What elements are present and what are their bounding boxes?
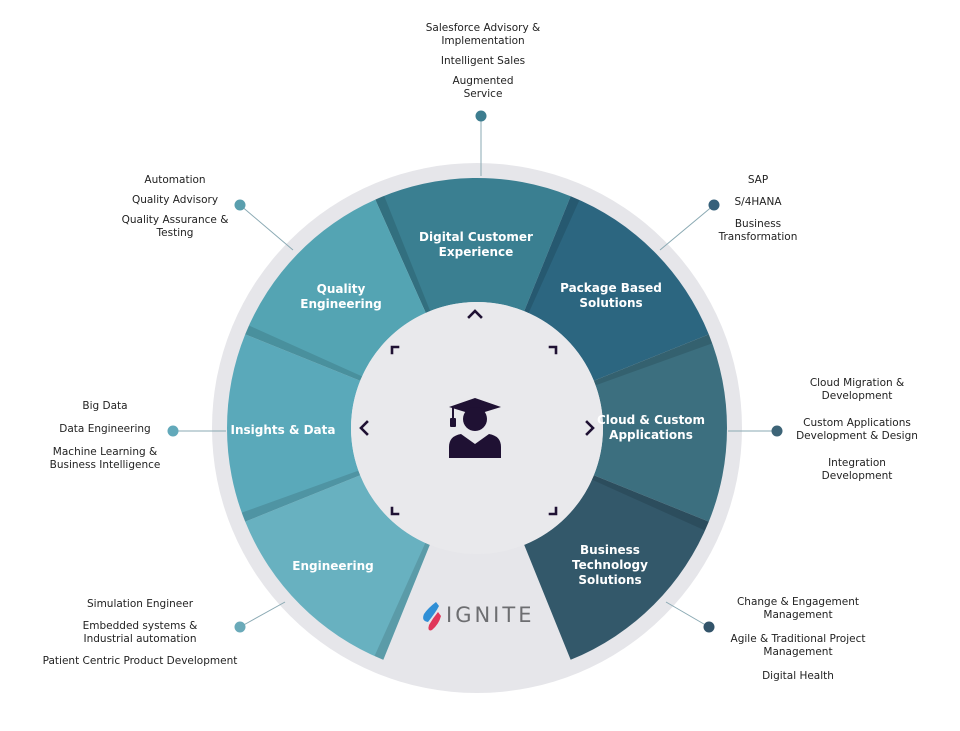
segment-edge-engineering[interactable]	[374, 542, 430, 660]
segment-edge-business-technology-solutions[interactable]	[591, 475, 709, 531]
segment-label-package-based-solutions: Package Based	[560, 281, 662, 295]
leader-line-package-based-solutions	[659, 204, 715, 251]
segment-edge-digital-customer-experience[interactable]	[375, 195, 431, 313]
callout-dot-quality-engineering	[234, 199, 246, 211]
segment-label-quality-engineering: Engineering	[300, 297, 381, 311]
inner-marks	[359, 309, 595, 516]
graduate-student-icon	[449, 398, 501, 458]
callout-item: Embedded systems & Industrial automation	[82, 620, 198, 645]
callout-cloud-custom-applications: Cloud Migration & Development Custom App…	[796, 377, 918, 483]
segments-layer	[227, 177, 728, 660]
corner-bottom-left-icon	[390, 506, 400, 516]
callout-insights-data: Big Data Data Engineering Machine Learni…	[46, 400, 164, 479]
corner-top-right-icon	[548, 345, 558, 355]
leaders-layer	[167, 110, 783, 633]
callout-item: Big Data	[82, 400, 128, 412]
callout-item: Agile & Traditional Project Management	[730, 633, 866, 658]
callout-engineering: Simulation Engineer Embedded systems & I…	[40, 598, 240, 675]
segment-quality-engineering[interactable]	[245, 199, 426, 381]
segment-label-cloud-custom-applications: Cloud & Custom	[597, 413, 705, 427]
chevron-up-icon[interactable]	[467, 309, 483, 319]
callout-item: SAP	[747, 174, 769, 186]
callout-item: Change & Engagement Management	[736, 596, 860, 621]
flame-logo-icon	[423, 602, 439, 622]
segment-engineering[interactable]	[245, 475, 430, 660]
leader-line-quality-engineering	[239, 204, 294, 251]
callout-item: Quality Assurance & Testing	[121, 214, 229, 239]
segment-edge-package-based-solutions[interactable]	[524, 196, 580, 314]
callout-dot-business-technology-solutions	[703, 621, 715, 633]
corner-top-left-icon	[390, 345, 400, 355]
segment-label-business-technology-solutions: Solutions	[578, 573, 641, 587]
callout-item: S/4HANA	[734, 196, 782, 208]
callout-item: Intelligent Sales	[440, 55, 526, 67]
segment-label-insights-data: Insights & Data	[231, 423, 336, 437]
segment-insights-data[interactable]	[227, 334, 361, 522]
segment-edge-cloud-custom-applications[interactable]	[593, 334, 713, 386]
callout-package-based-solutions: SAP S/4HANA Business Transformation	[712, 174, 804, 251]
segment-label-business-technology-solutions: Technology	[572, 558, 648, 572]
callout-item: Cloud Migration & Development	[809, 377, 905, 402]
callout-dot-engineering	[234, 621, 246, 633]
segment-business-technology-solutions[interactable]	[524, 475, 709, 660]
callout-dot-package-based-solutions	[708, 199, 720, 211]
callout-dot-digital-customer-experience	[475, 110, 487, 122]
callout-item: Quality Advisory	[131, 194, 219, 206]
callout-item: Automation	[144, 174, 206, 186]
callout-item: Machine Learning & Business Intelligence	[49, 446, 161, 471]
segment-cloud-custom-applications[interactable]	[593, 334, 728, 522]
callout-business-technology-solutions: Change & Engagement Management Agile & T…	[722, 596, 874, 690]
segment-label-business-technology-solutions: Business	[580, 543, 640, 557]
leader-line-engineering	[239, 601, 286, 628]
callout-item: Data Engineering	[59, 423, 151, 435]
segment-label-quality-engineering: Quality	[317, 282, 366, 296]
segment-edge-insights-data[interactable]	[241, 470, 361, 522]
callout-quality-engineering: Automation Quality Advisory Quality Assu…	[118, 174, 232, 247]
segment-edge-quality-engineering[interactable]	[245, 325, 363, 381]
segment-label-cloud-custom-applications: Applications	[609, 428, 693, 442]
ignite-logo: IGNITE	[423, 602, 534, 631]
chevron-left-icon[interactable]	[359, 420, 369, 436]
callout-item: Integration Development	[821, 457, 893, 482]
segment-label-digital-customer-experience: Digital Customer	[419, 230, 533, 244]
leader-line-business-technology-solutions	[665, 601, 710, 628]
logo-text: IGNITE	[446, 603, 534, 627]
segment-label-engineering: Engineering	[292, 559, 373, 573]
callout-dot-insights-data	[167, 425, 179, 437]
callout-item: Custom Applications Development & Design	[796, 417, 918, 442]
callout-item: Salesforce Advisory & Implementation	[425, 22, 541, 47]
callout-digital-customer-experience: Salesforce Advisory & Implementation Int…	[416, 22, 550, 101]
segment-digital-customer-experience[interactable]	[375, 177, 571, 313]
callout-item: Augmented Service	[452, 75, 514, 100]
callout-dot-cloud-custom-applications	[771, 425, 783, 437]
callout-item: Digital Health	[762, 670, 834, 682]
flame-logo-icon-lower	[428, 612, 441, 631]
callout-item: Patient Centric Product Development	[42, 655, 238, 667]
segment-label-package-based-solutions: Solutions	[579, 296, 642, 310]
corner-bottom-right-icon	[548, 506, 558, 516]
callout-item: Simulation Engineer	[86, 598, 194, 610]
chevron-right-icon[interactable]	[585, 420, 595, 436]
callout-item: Business Transformation	[718, 218, 798, 243]
segment-package-based-solutions[interactable]	[524, 196, 709, 381]
segment-label-digital-customer-experience: Experience	[439, 245, 514, 259]
